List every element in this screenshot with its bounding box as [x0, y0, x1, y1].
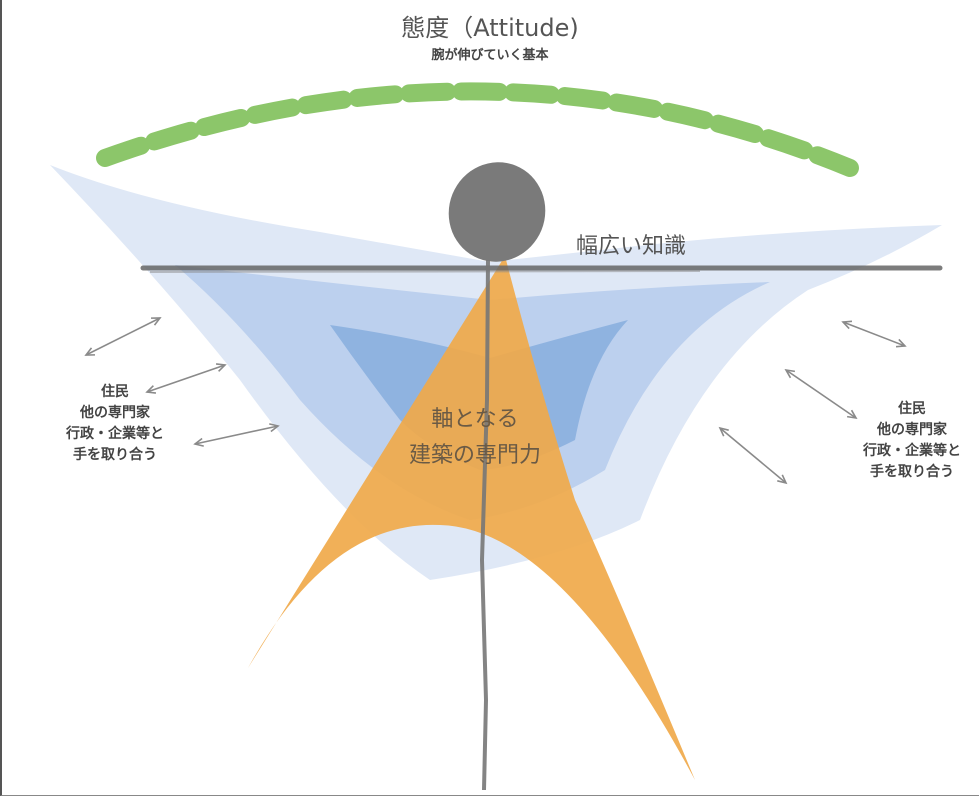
- core-label-line-1: 軸となる: [431, 407, 519, 432]
- arrow-right-1: [842, 321, 906, 347]
- arrow-right-2: [785, 369, 857, 419]
- collab-left-line-1: 住民: [101, 384, 129, 400]
- collaboration-note-left: 住民 他の専門家 行政・企業等と 手を取り合う: [40, 382, 190, 466]
- arrow-right-2-head-start: [784, 368, 796, 379]
- attitude-arc: [96, 82, 859, 177]
- collab-left-line-3: 行政・企業等と: [66, 426, 164, 442]
- arrow-right-3: [719, 427, 787, 484]
- arrow-left-3-head-start: [193, 437, 204, 447]
- collab-arrows-left: [84, 317, 280, 447]
- collab-right-line-1: 住民: [898, 401, 926, 417]
- collab-left-line-4: 手を取り合う: [73, 447, 157, 463]
- figure-head: [448, 162, 546, 262]
- collab-right-line-2: 他の専門家: [877, 422, 947, 438]
- attitude-subtitle: 腕が伸びていく基本: [431, 48, 549, 63]
- arrow-left-3-head-end: [269, 423, 280, 433]
- arrow-right-1-head-end: [895, 338, 907, 348]
- arrow-right-2-head-end: [846, 409, 858, 420]
- arrow-left-1-head-start: [84, 347, 96, 356]
- attitude-title: 態度（Attitude): [401, 14, 579, 42]
- arrow-left-1: [85, 317, 161, 356]
- core-expertise-label: 軸となる 建築の専門力: [380, 402, 570, 474]
- arrow-left-2-head-start: [145, 385, 157, 394]
- collab-right-line-3: 行政・企業等と: [863, 443, 961, 459]
- broad-knowledge-label: 幅広い知識: [576, 234, 687, 259]
- arrow-right-3-head-end: [777, 474, 788, 485]
- arrow-left-2-head-end: [215, 363, 227, 372]
- arrow-left-1-head-end: [150, 317, 162, 326]
- knowledge-axis-line-texture: [149, 270, 701, 273]
- spine-line: [479, 259, 490, 791]
- collab-arrows-right: [718, 320, 907, 485]
- arrow-right-1-head-start: [841, 320, 853, 330]
- arrow-left-2: [146, 364, 226, 393]
- core-expertise-shape: [248, 256, 695, 780]
- core-label-line-2: 建築の専門力: [408, 443, 541, 468]
- arrow-right-3-head-start: [718, 426, 729, 437]
- collab-right-line-4: 手を取り合う: [870, 464, 954, 480]
- collab-left-line-2: 他の専門家: [80, 405, 150, 421]
- arrow-left-3: [194, 425, 279, 445]
- collaboration-note-right: 住民 他の専門家 行政・企業等と 手を取り合う: [842, 399, 979, 483]
